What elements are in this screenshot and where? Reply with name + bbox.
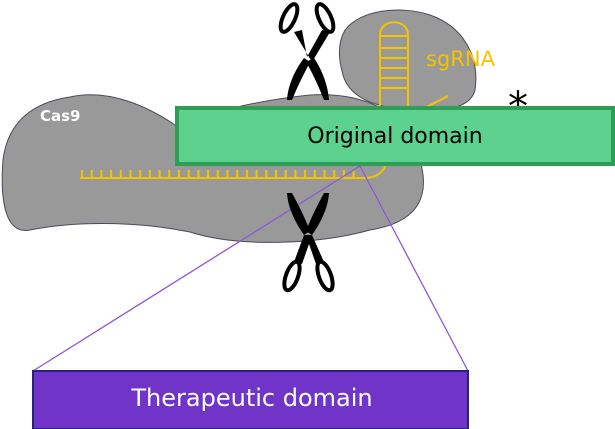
therapeutic-domain-label: Therapeutic domain [130,384,372,412]
sgrna-label: sgRNA [426,47,496,71]
connector-line-right [359,165,469,372]
cas9-label: Cas9 [40,107,81,125]
scissors-icon-top [278,2,336,100]
connector-line-left [32,165,361,372]
original-domain-box [175,106,615,166]
original-domain-label: Original domain [307,124,482,149]
therapeutic-domain-box [32,370,469,429]
scissors-icon-bottom [282,193,335,293]
